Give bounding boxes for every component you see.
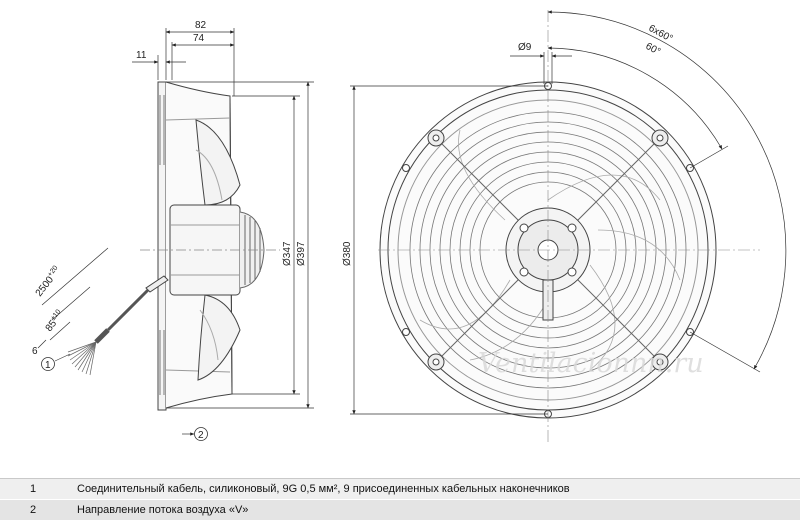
legend-text: Соединительный кабель, силиконовый, 9G 0…: [77, 483, 570, 495]
watermark: Ventilacionnn.ru: [478, 348, 704, 379]
dim-74: 74: [193, 33, 205, 44]
side-guard-ribs: [159, 95, 165, 395]
side-cable-gland: [145, 275, 169, 293]
legend-row: 1 Соединительный кабель, силиконовый, 9G…: [0, 479, 800, 499]
dim-11: 11: [136, 50, 147, 61]
side-blade-lower: [197, 294, 241, 381]
dim-diameter-347: Ø347: [282, 241, 293, 266]
dim-diameter-380: Ø380: [342, 241, 353, 266]
side-dimensions: [37, 28, 314, 436]
front-view: [350, 10, 787, 442]
side-blade-upper: [195, 119, 241, 206]
legend-row: 2 Направление потока воздуха «V»: [0, 499, 800, 520]
dim-diameter-397: Ø397: [296, 241, 307, 266]
dim-angle-60: 60°: [644, 41, 663, 58]
dim-82: 82: [195, 20, 207, 31]
callout-2: 2: [194, 427, 208, 441]
dim-diameter-9: Ø9: [518, 42, 532, 53]
front-dim-380: [350, 85, 548, 415]
dim-6: 6: [32, 346, 38, 357]
legend-number: 1: [30, 483, 37, 495]
legend-number: 2: [30, 504, 37, 516]
front-angle-arcs: [547, 10, 787, 373]
side-cable: [106, 288, 150, 332]
dim-cable-length: 2500+20: [33, 264, 64, 298]
dim-strip-length: 85±10: [43, 308, 67, 333]
callout-1: 1: [41, 353, 71, 371]
svg-text:2: 2: [198, 430, 204, 441]
legend-table: 1 Соединительный кабель, силиконовый, 9G…: [0, 478, 800, 520]
technical-drawing: 82 74 11 Ø347 Ø397 2500+20 85±10 6 1 2: [32, 10, 787, 442]
side-mounting-flange: [157, 81, 167, 411]
side-view: [37, 28, 314, 436]
front-dim-9: [510, 52, 572, 84]
svg-text:1: 1: [45, 360, 51, 371]
legend-text: Направление потока воздуха «V»: [77, 504, 249, 516]
side-cable-wires: [67, 341, 97, 376]
